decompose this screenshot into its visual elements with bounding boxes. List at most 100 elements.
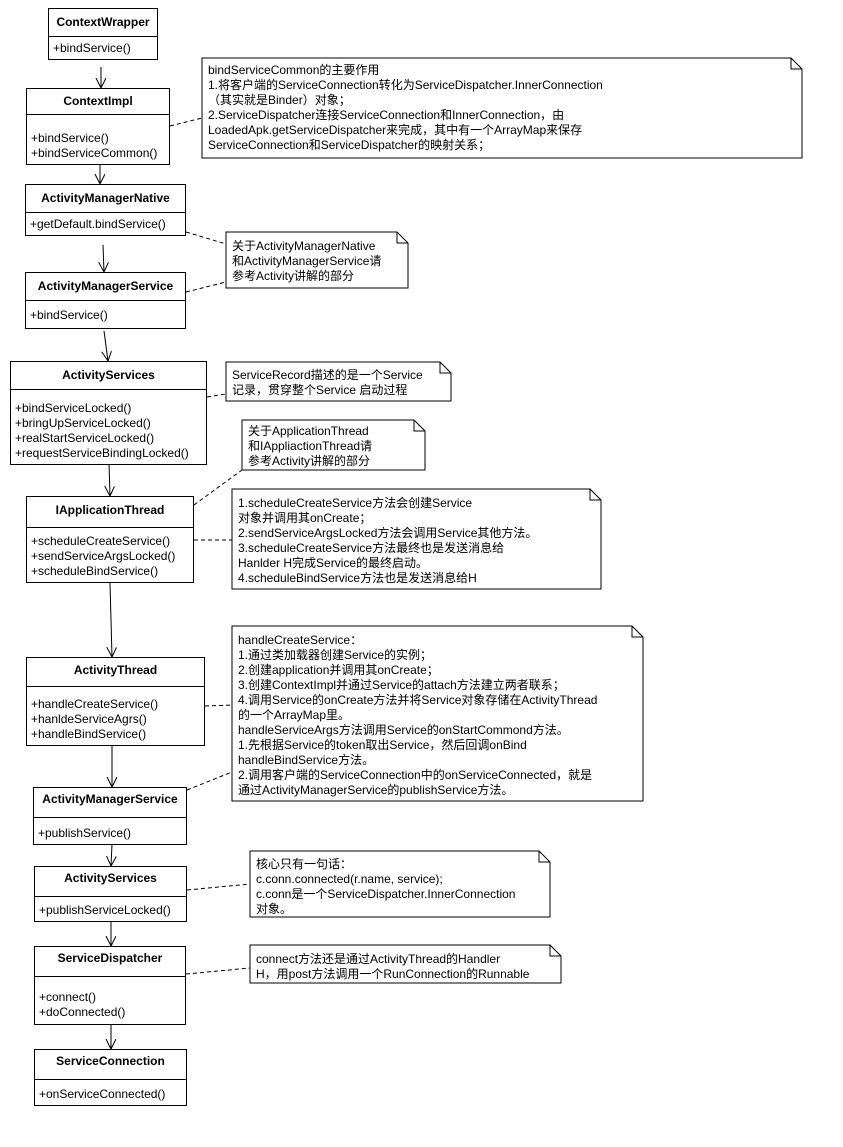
note-handle-create-service: handleCreateService： 1.通过类加载器创建Service的实… — [232, 630, 603, 801]
note-line: 核心只有一句话： — [256, 857, 353, 871]
class-activity-services-2: ActivityServices +publishServiceLocked() — [34, 866, 187, 922]
note-line: 4.scheduleBindService方法也是发送消息给H — [238, 571, 477, 585]
class-name: ActivityServices — [11, 362, 206, 390]
note-outline — [231, 488, 602, 590]
class-operation: +publishService() — [38, 826, 132, 840]
class-activity-thread: ActivityThread +handleCreateService() +h… — [26, 657, 205, 746]
note-connect-method: connect方法还是通过ActivityThread的Handler H，用p… — [250, 949, 535, 985]
note-line: 关于ApplicationThread — [248, 424, 369, 438]
class-name: ServiceConnection — [35, 1050, 186, 1080]
class-service-dispatcher: ServiceDispatcher +connect() +doConnecte… — [34, 946, 186, 1025]
class-operation: +requestServiceBindingLocked() — [15, 446, 189, 460]
flow-arrow — [109, 462, 110, 496]
note-line: 3.scheduleCreateService方法最终也是发送消息给 — [238, 541, 505, 555]
note-line: 1.先根据Service的token取出Service，然后回调onBind — [238, 738, 527, 752]
class-name: ServiceDispatcher — [35, 947, 185, 977]
class-operation: +realStartServiceLocked() — [15, 431, 155, 445]
note-outline — [225, 361, 452, 402]
note-anchor — [169, 117, 203, 127]
class-name: ActivityServices — [35, 867, 186, 897]
note-service-record: ServiceRecord描述的是一个Service 记录，贯穿整个Servic… — [226, 365, 429, 401]
note-bind-service-common: bindServiceCommon的主要作用 1.将客户端的ServiceCon… — [202, 60, 609, 156]
class-operation: +sendServiceArgsLocked() — [31, 549, 176, 563]
note-line: H，用post方法调用一个RunConnection的Runnable — [256, 967, 530, 981]
note-line: 记录，贯穿整个Service 启动过程 — [232, 383, 408, 397]
class-iapplication-thread: IApplicationThread +scheduleCreateServic… — [26, 496, 194, 583]
note-anchor — [186, 883, 251, 891]
note-line: 1.scheduleCreateService方法会创建Service — [238, 496, 473, 510]
class-service-connection: ServiceConnection +onServiceConnected() — [34, 1049, 187, 1106]
class-name: ActivityThread — [27, 658, 204, 687]
note-line: 2.创建application并调用其onCreate； — [238, 663, 439, 677]
class-name: ActivityManagerService — [26, 273, 185, 301]
note-anchor — [185, 281, 227, 293]
flow-arrow — [110, 582, 112, 657]
note-line: 1.通过类加载器创建Service的实例； — [238, 648, 433, 662]
class-operation: +bindService() — [53, 41, 131, 55]
note-line: bindServiceCommon的主要作用 — [208, 63, 380, 77]
note-line: 通过ActivityManagerService的publishService方… — [238, 783, 514, 797]
class-name: IApplicationThread — [27, 497, 193, 528]
note-line: handleBindService方法。 — [238, 753, 375, 767]
note-anchor — [186, 771, 233, 791]
note-anchor — [206, 393, 227, 398]
note-line: 3.创建ContextImpl并通过Service的attach方法建立两者联系… — [238, 678, 565, 692]
note-outline — [249, 944, 562, 984]
class-activity-services-1: ActivityServices +bindServiceLocked() +b… — [10, 361, 207, 465]
note-line: （其实就是Binder）对象； — [208, 93, 351, 107]
note-line: Hanlder H完成Service的最终启动。 — [238, 556, 429, 570]
class-name: ActivityManagerNative — [26, 185, 185, 213]
class-name: ActivityManagerService — [34, 788, 186, 818]
class-context-wrapper: ContextWrapper +bindService() — [48, 8, 158, 60]
note-anchor — [204, 704, 233, 707]
note-application-thread: 关于ApplicationThread 和IAppliactionThread请… — [242, 421, 378, 472]
class-operation: +doConnected() — [39, 1005, 126, 1019]
class-operation: +handleBindService() — [31, 727, 147, 741]
note-anchor — [185, 231, 227, 245]
class-activity-manager-native: ActivityManagerNative +getDefault.bindSe… — [25, 184, 186, 236]
note-line: 2.sendServiceArgsLocked方法会调用Service其他方法。 — [238, 526, 538, 540]
flow-arrow — [103, 244, 104, 272]
note-line: 参考Activity讲解的部分 — [232, 269, 355, 283]
class-activity-manager-service-2: ActivityManagerService +publishService() — [33, 787, 187, 845]
class-name: ContextWrapper — [49, 9, 157, 37]
note-line: ServiceRecord描述的是一个Service — [232, 368, 423, 382]
class-operation: +bindService() — [31, 131, 109, 145]
class-operation: +handleCreateService() — [31, 697, 159, 711]
note-line: 对象。 — [256, 902, 293, 916]
note-line: c.conn.connected(r.name, service); — [256, 872, 443, 886]
note-line: 2.调用客户端的ServiceConnection中的onServiceConn… — [238, 768, 593, 782]
note-line: ServiceConnection和ServiceDispatcher的映射关系… — [208, 138, 491, 152]
note-anchor — [193, 469, 243, 506]
note-line: c.conn是一个ServiceDispatcher.InnerConnecti… — [256, 887, 516, 901]
note-line: 对象并调用其onCreate； — [238, 511, 372, 525]
note-outline — [241, 419, 426, 471]
class-operation: +publishServiceLocked() — [39, 903, 171, 917]
class-operation: +bindServiceCommon() — [31, 146, 158, 160]
note-core-sentence: 核心只有一句话： c.conn.connected(r.name, servic… — [250, 854, 521, 920]
note-line: 2.ServiceDispatcher连接ServiceConnection和I… — [208, 108, 565, 122]
note-line: 关于ActivityManagerNative — [232, 239, 376, 253]
note-outline — [231, 625, 644, 802]
class-operation: +connect() — [39, 990, 97, 1004]
class-name: ContextImpl — [27, 89, 169, 115]
note-line: handleServiceArgs方法调用Service的onStartComm… — [238, 723, 569, 737]
note-line: connect方法还是通过ActivityThread的Handler — [256, 952, 501, 966]
note-line: handleCreateService： — [238, 633, 363, 647]
note-line: 和IAppliactionThread请 — [248, 439, 373, 453]
class-operation: +getDefault.bindService() — [30, 217, 166, 231]
note-line: 1.将客户端的ServiceConnection转化为ServiceDispat… — [208, 78, 603, 92]
note-line: 的一个ArrayMap里。 — [238, 708, 351, 722]
note-amn-ams: 关于ActivityManagerNative 和ActivityManager… — [226, 236, 387, 287]
class-operation: +onServiceConnected() — [39, 1087, 166, 1101]
class-operation: +bindService() — [30, 308, 108, 322]
note-line: 4.调用Service的onCreate方法并将Service对象存储在Acti… — [238, 693, 598, 707]
note-line: 参考Activity讲解的部分 — [248, 454, 371, 468]
class-operation: +scheduleCreateService() — [31, 534, 171, 548]
note-schedule-create-service: 1.scheduleCreateService方法会创建Service 对象并调… — [232, 493, 543, 589]
flow-arrow — [111, 843, 112, 866]
class-operation: +hanldeServiceAgrs() — [31, 712, 147, 726]
class-operation: +bindServiceLocked() — [15, 401, 132, 415]
note-outline — [225, 231, 409, 289]
